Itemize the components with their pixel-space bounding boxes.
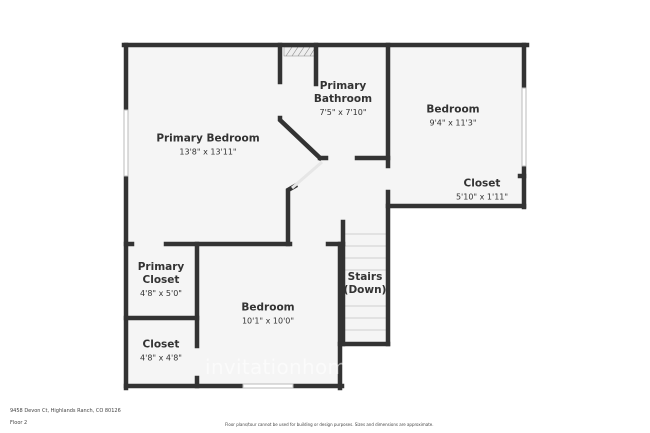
walls <box>121 42 530 391</box>
watermark-logo: invitationhomes <box>205 355 371 379</box>
hatched-fixture <box>283 46 316 57</box>
stairs <box>343 233 386 331</box>
room-primary-bathroom: Primary Bathroom 7'5" x 7'10" <box>313 80 373 117</box>
room-closet: Closet 4'8" x 4'8" <box>140 338 182 363</box>
address: 9458 Devon Ct, Highlands Ranch, CO 80126 <box>10 408 121 414</box>
room-bedroom-3: Bedroom 10'1" x 10'0" <box>241 301 295 326</box>
stairs-label[interactable]: Stairs (Down) <box>343 271 387 296</box>
floor-label: Floor 2 <box>10 420 28 426</box>
room-closet-bedroom-2: Closet 5'10" x 1'11" <box>455 177 509 202</box>
room-bedroom-2: Bedroom 9'4" x 11'3" <box>426 103 480 128</box>
room-primary-closet: Primary Closet 4'8" x 5'0" <box>137 261 185 298</box>
room-floors <box>126 45 524 386</box>
windows <box>123 87 527 389</box>
room-primary-bedroom: Primary Bedroom 13'8" x 13'11" <box>156 132 260 157</box>
disclaimer: Floor plans/tour cannot be used for buil… <box>225 422 434 427</box>
